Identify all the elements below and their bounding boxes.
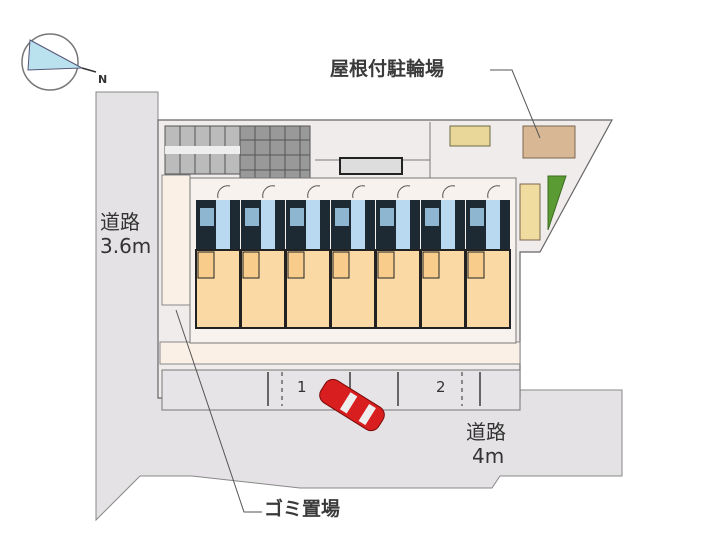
- parking-space-1: 1: [297, 378, 307, 396]
- north-arrow-compass-icon: [21, 33, 97, 91]
- car-icon: [319, 378, 385, 432]
- bicycle-parking-label: 屋根付駐輪場: [330, 58, 445, 80]
- garbage-area-label: ゴミ置場: [264, 498, 341, 520]
- south-road-width: 4m: [472, 444, 505, 468]
- parking-space-2: 2: [436, 378, 446, 396]
- fence: [339, 157, 403, 175]
- bike-shelter: [522, 125, 576, 159]
- south-road-name: 道路: [466, 420, 506, 444]
- storage-box: [519, 183, 541, 241]
- planter-green: [547, 175, 567, 231]
- apartment-units: [195, 185, 511, 329]
- west-road-name: 道路: [100, 210, 140, 234]
- hatched-storage-area: [164, 125, 311, 183]
- west-road-width: 3.6m: [100, 234, 152, 258]
- planter-small: [449, 125, 491, 147]
- compass-north-label: N: [98, 73, 108, 86]
